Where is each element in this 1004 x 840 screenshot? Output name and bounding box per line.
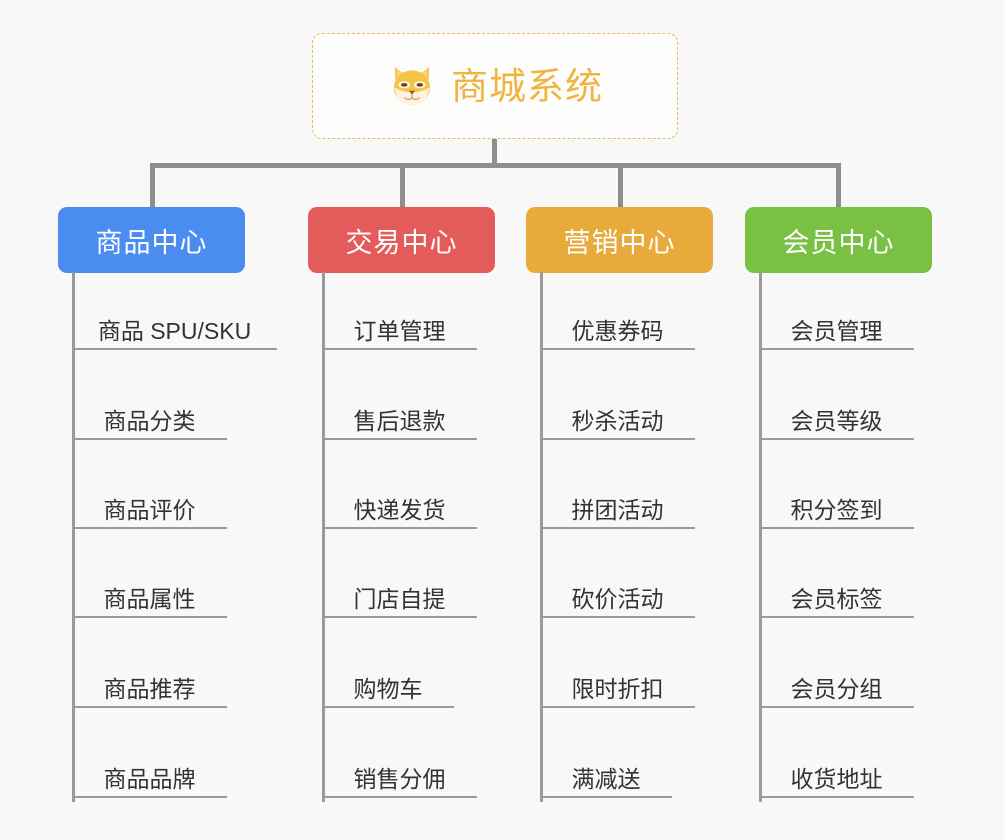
column-trunk-2 [322, 272, 325, 802]
leaf-item[interactable]: 会员管理 [759, 300, 914, 350]
category-header-label: 商品中心 [95, 227, 208, 258]
leaf-item[interactable]: 会员标签 [759, 568, 914, 618]
leaf-label: 商品推荐 [103, 675, 196, 702]
category-header-label: 营销中心 [563, 227, 676, 258]
leaf-item[interactable]: 门店自提 [322, 568, 477, 618]
leaf-item[interactable]: 商品属性 [72, 568, 227, 618]
leaf-item[interactable]: 购物车 [322, 658, 454, 708]
leaf-item[interactable]: 会员分组 [759, 658, 914, 708]
leaf-label: 商品 SPU/SKU [97, 317, 252, 344]
leaf-label: 售后退款 [353, 407, 446, 434]
leaf-item[interactable]: 售后退款 [322, 390, 477, 440]
column-trunk-4 [759, 272, 762, 802]
category-header-1[interactable]: 商品中心 [58, 207, 245, 273]
leaf-label: 商品品牌 [103, 765, 196, 792]
connector-drop-1 [150, 163, 155, 209]
leaf-item[interactable]: 收货地址 [759, 748, 914, 798]
leaf-item[interactable]: 商品 SPU/SKU [72, 300, 277, 350]
root-title: 商城系统 [451, 65, 603, 107]
leaf-label: 拼团活动 [571, 496, 664, 523]
category-header-4[interactable]: 会员中心 [745, 207, 932, 273]
leaf-item[interactable]: 优惠券码 [540, 300, 695, 350]
category-header-label: 会员中心 [782, 227, 895, 258]
leaf-label: 满减送 [571, 765, 641, 792]
leaf-label: 收货地址 [790, 765, 883, 792]
leaf-label: 购物车 [353, 675, 423, 702]
leaf-item[interactable]: 砍价活动 [540, 568, 695, 618]
root-node[interactable]: 商城系统 [312, 33, 678, 139]
leaf-label: 快递发货 [353, 496, 446, 523]
leaf-item[interactable]: 拼团活动 [540, 479, 695, 529]
category-header-label: 交易中心 [345, 227, 458, 258]
leaf-label: 优惠券码 [571, 317, 664, 344]
connector-root-stem [492, 139, 497, 165]
leaf-label: 积分签到 [790, 496, 883, 523]
leaf-label: 秒杀活动 [571, 407, 664, 434]
leaf-label: 订单管理 [353, 317, 446, 344]
category-header-2[interactable]: 交易中心 [308, 207, 495, 273]
leaf-item[interactable]: 会员等级 [759, 390, 914, 440]
leaf-item[interactable]: 商品评价 [72, 479, 227, 529]
leaf-label: 会员分组 [790, 675, 883, 702]
leaf-item[interactable]: 积分签到 [759, 479, 914, 529]
column-trunk-3 [540, 272, 543, 802]
leaf-label: 销售分佣 [353, 765, 446, 792]
leaf-label: 商品分类 [103, 407, 196, 434]
column-trunk-1 [72, 272, 75, 802]
leaf-item[interactable]: 满减送 [540, 748, 672, 798]
category-header-3[interactable]: 营销中心 [526, 207, 713, 273]
leaf-item[interactable]: 销售分佣 [322, 748, 477, 798]
leaf-label: 门店自提 [353, 585, 446, 612]
leaf-item[interactable]: 限时折扣 [540, 658, 695, 708]
connector-drop-3 [618, 163, 623, 209]
shiba-dog-face-icon [394, 67, 430, 106]
leaf-label: 会员等级 [790, 407, 883, 434]
connector-bus [150, 163, 841, 168]
leaf-item[interactable]: 订单管理 [322, 300, 477, 350]
leaf-label: 商品属性 [103, 585, 196, 612]
leaf-item[interactable]: 商品分类 [72, 390, 227, 440]
leaf-item[interactable]: 商品品牌 [72, 748, 227, 798]
connector-drop-2 [400, 163, 405, 209]
leaf-label: 商品评价 [103, 496, 196, 523]
leaf-label: 限时折扣 [571, 675, 664, 702]
leaf-label: 会员标签 [790, 585, 883, 612]
connector-drop-4 [836, 163, 841, 209]
leaf-item[interactable]: 快递发货 [322, 479, 477, 529]
leaf-label: 会员管理 [790, 317, 883, 344]
leaf-item[interactable]: 秒杀活动 [540, 390, 695, 440]
leaf-label: 砍价活动 [571, 585, 664, 612]
leaf-item[interactable]: 商品推荐 [72, 658, 227, 708]
